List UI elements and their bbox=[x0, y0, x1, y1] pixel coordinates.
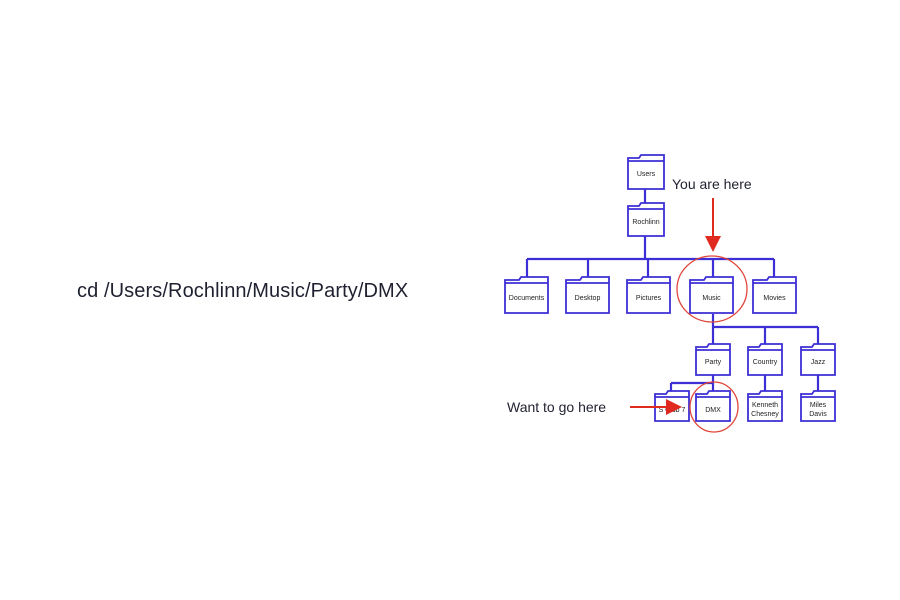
folder-documents-label: Documents bbox=[509, 295, 545, 302]
folder-movies: Movies bbox=[752, 276, 797, 314]
want-to-go-here-label: Want to go here bbox=[507, 399, 606, 415]
folder-pictures: Pictures bbox=[626, 276, 671, 314]
folder-jazz-label: Jazz bbox=[811, 359, 826, 366]
cd-command-text: cd /Users/Rochlinn/Music/Party/DMX bbox=[77, 280, 409, 302]
folder-sclub7-label: S Club 7 bbox=[659, 407, 686, 414]
folder-pictures-label: Pictures bbox=[636, 295, 662, 302]
folder-rochlinn: Rochlinn bbox=[627, 202, 665, 237]
you-are-here-label: You are here bbox=[672, 176, 752, 192]
folder-kenneth-label-line1: Kenneth bbox=[752, 402, 778, 409]
dmx-highlight-circle bbox=[689, 381, 739, 433]
folder-dmx-label: DMX bbox=[705, 407, 721, 414]
folder-movies-label: Movies bbox=[763, 295, 786, 302]
folder-miles-label-line2: Davis bbox=[809, 411, 827, 418]
folder-jazz: Jazz bbox=[800, 343, 836, 376]
folder-desktop-label: Desktop bbox=[575, 295, 601, 302]
folder-miles-davis: Miles Davis bbox=[800, 390, 836, 422]
tree-connectors bbox=[525, 189, 820, 393]
folder-kenneth-chesney: Kenneth Chesney bbox=[747, 390, 783, 422]
folder-music: Music bbox=[689, 276, 734, 314]
folder-desktop: Desktop bbox=[565, 276, 610, 314]
folder-party: Party bbox=[695, 343, 731, 376]
folder-miles-label-line1: Miles bbox=[810, 402, 827, 409]
folder-users-label: Users bbox=[637, 171, 656, 178]
folder-kenneth-label-line2: Chesney bbox=[751, 411, 779, 418]
folder-dmx: DMX bbox=[695, 390, 731, 422]
folder-country: Country bbox=[747, 343, 783, 376]
music-highlight-circle bbox=[676, 255, 748, 323]
folder-rochlinn-label: Rochlinn bbox=[632, 219, 659, 226]
folder-music-label: Music bbox=[702, 295, 721, 302]
folder-documents: Documents bbox=[504, 276, 549, 314]
folder-country-label: Country bbox=[753, 359, 778, 366]
folder-party-label: Party bbox=[705, 359, 722, 366]
folder-users: Users bbox=[627, 154, 665, 190]
